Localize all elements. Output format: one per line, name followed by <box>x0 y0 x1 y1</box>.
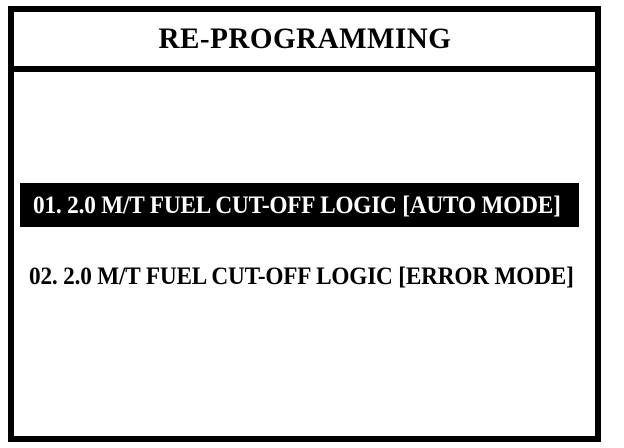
dialog-frame: RE-PROGRAMMING 01. 2.0 M/T FUEL CUT-OFF … <box>8 6 601 442</box>
list-item-label: 01. 2.0 M/T FUEL CUT-OFF LOGIC [AUTO MOD… <box>33 191 561 219</box>
list-item[interactable]: 02. 2.0 M/T FUEL CUT-OFF LOGIC [ERROR MO… <box>20 256 579 296</box>
title-bar: RE-PROGRAMMING <box>14 12 595 66</box>
title-divider <box>14 66 595 72</box>
list-item-label: 02. 2.0 M/T FUEL CUT-OFF LOGIC [ERROR MO… <box>29 262 574 290</box>
page-title: RE-PROGRAMMING <box>158 22 451 55</box>
menu-list: 01. 2.0 M/T FUEL CUT-OFF LOGIC [AUTO MOD… <box>14 72 595 436</box>
list-item-selected[interactable]: 01. 2.0 M/T FUEL CUT-OFF LOGIC [AUTO MOD… <box>20 183 579 227</box>
